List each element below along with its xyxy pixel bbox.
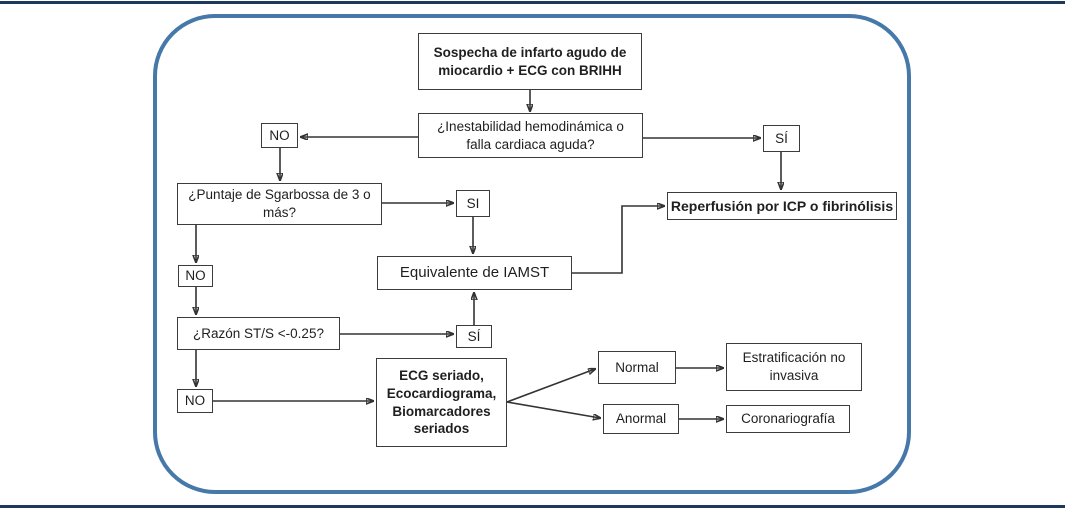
node-question-sgarbossa: ¿Puntaje de Sgarbossa de 3 o más? <box>177 183 382 225</box>
node-equivalente-iamst: Equivalente de IAMST <box>377 256 572 290</box>
node-anormal: Anormal <box>603 404 679 434</box>
node-si-3: SÍ <box>456 325 492 348</box>
rounded-frame-border <box>153 14 911 494</box>
top-rule-line <box>0 1 1065 4</box>
node-si-1: SÍ <box>763 125 800 152</box>
node-normal: Normal <box>598 351 676 384</box>
node-question-razon-st-s: ¿Razón ST/S <-0.25? <box>177 317 340 350</box>
bottom-rule-line <box>0 505 1065 508</box>
node-no-1: NO <box>261 123 298 148</box>
node-ecg-seriado: ECG seriado, Ecocardiograma, Biomarcador… <box>376 358 507 447</box>
node-estratificacion: Estratificación no invasiva <box>726 343 862 391</box>
node-si-2: SI <box>456 190 490 217</box>
node-reperfusion: Reperfusión por ICP o fibrinólisis <box>667 192 897 220</box>
node-question-inestabilidad: ¿Inestabilidad hemodinámica o falla card… <box>418 113 643 158</box>
node-start: Sospecha de infarto agudo de miocardio +… <box>418 33 642 90</box>
node-no-2: NO <box>178 265 213 287</box>
node-no-3: NO <box>177 389 213 413</box>
node-coronariografia: Coronariografía <box>726 405 850 433</box>
